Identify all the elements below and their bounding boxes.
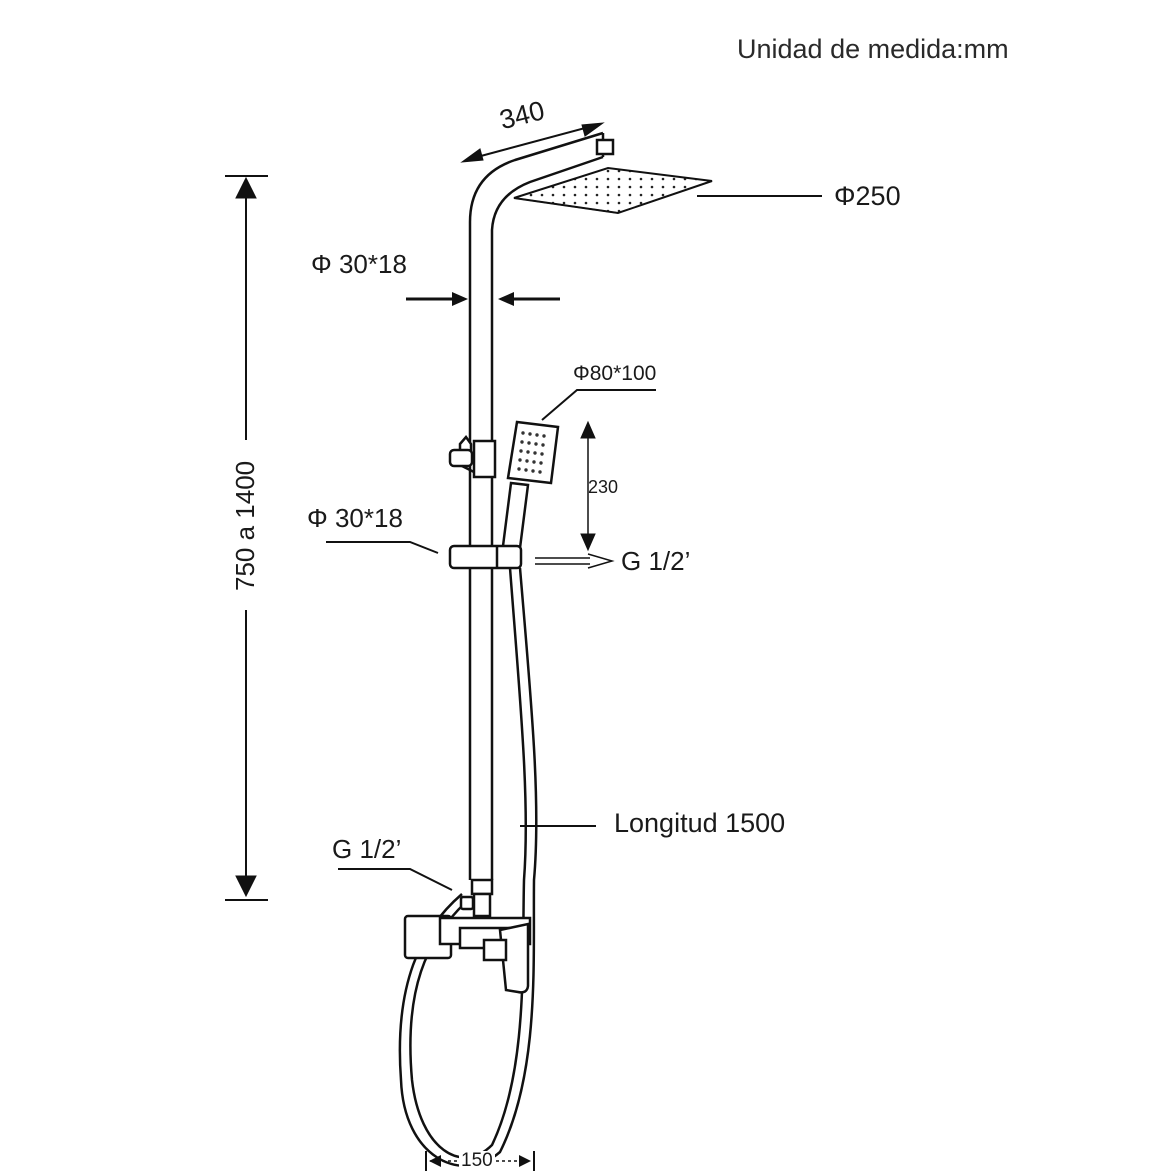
height-range-label: 750 a 1400 — [230, 460, 260, 591]
shower-hose — [398, 567, 538, 1168]
inlet-thread-leader — [338, 868, 453, 891]
pipe-diameter-arrows — [406, 292, 560, 306]
lower-pipe-leader — [326, 541, 439, 554]
diverter — [459, 878, 494, 918]
handshower-length-label: 230 — [588, 477, 619, 497]
inlet-thread-label: G 1/2’ — [332, 834, 402, 864]
riser-pipe — [468, 131, 615, 880]
slide-holder — [448, 544, 523, 570]
outlet-thread-label: G 1/2’ — [621, 546, 691, 576]
handshower-size-leader — [541, 389, 656, 421]
handshower-size-label: Φ80*100 — [573, 362, 657, 385]
upper-pipe-label: Φ 30*18 — [311, 249, 407, 279]
base-width-label: 150 — [459, 1150, 495, 1171]
handshower-length-dimension — [580, 420, 596, 552]
height-dimension — [225, 175, 268, 901]
outlet-thread-arrow — [535, 553, 615, 569]
hand-shower — [501, 420, 560, 550]
head-diameter-label: Φ250 — [834, 181, 901, 211]
upper-holder — [448, 434, 497, 479]
unit-label: Unidad de medida:mm — [737, 34, 1009, 64]
hose-length-label: Longitud 1500 — [614, 808, 786, 838]
arm-dimension — [460, 122, 605, 163]
lower-pipe-label: Φ 30*18 — [307, 503, 403, 533]
mixer-valve — [403, 914, 532, 994]
rain-shower-head — [513, 166, 713, 215]
